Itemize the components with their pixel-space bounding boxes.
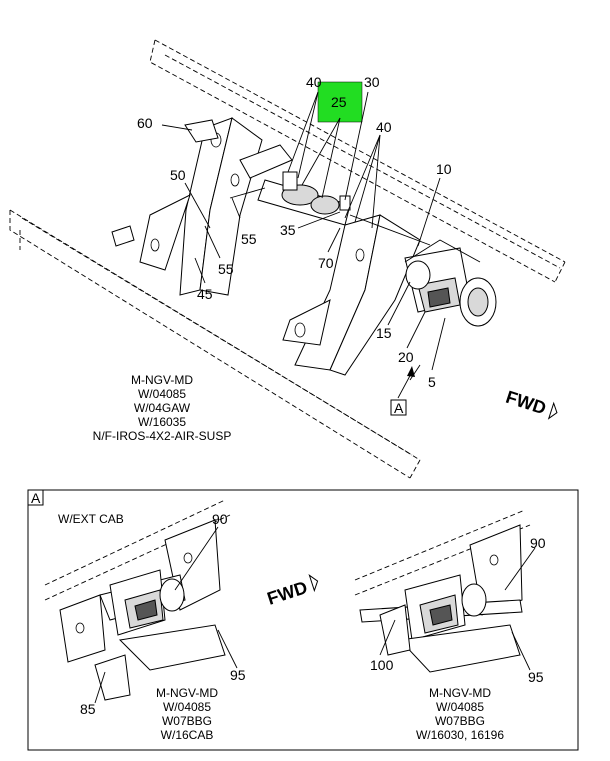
main-callouts: 40 30 25 60 40 10 50 55 35 70 55 45 15 2… <box>137 74 452 390</box>
callout-50: 50 <box>170 167 186 183</box>
detail-left-note-4: W/16CAB <box>161 728 214 742</box>
note-line-4: W/16035 <box>138 415 186 429</box>
arrow-up-icon <box>407 366 415 377</box>
detail-right-note-2: W/04085 <box>436 700 484 714</box>
air-tank-assembly <box>229 171 431 246</box>
fwd-marker-detail: FWD <box>265 574 319 609</box>
detail-left-note-1: M-NGV-MD <box>156 686 218 700</box>
main-view: 40 30 25 60 40 10 50 55 35 70 55 45 15 2… <box>9 39 566 479</box>
upper-frame-rail <box>149 39 566 283</box>
note-line-2: W/04085 <box>138 387 186 401</box>
callout-90-right: 90 <box>530 535 546 551</box>
callout-30: 30 <box>364 74 380 90</box>
callout-20: 20 <box>398 349 414 365</box>
detail-right-note-4: W/16030, 16196 <box>416 728 504 742</box>
fwd-arrow-icon <box>547 401 558 420</box>
detail-label: A <box>31 490 41 506</box>
view-ref-a-label: A <box>394 400 404 416</box>
detail-right-note-1: M-NGV-MD <box>429 686 491 700</box>
callout-85: 85 <box>80 701 96 717</box>
callout-15: 15 <box>376 325 392 341</box>
compressor-assembly <box>404 239 497 327</box>
detail-right: 90 95 100 M-NGV-MD W/04085 W07BBG W/1603… <box>354 509 546 742</box>
callout-40a: 40 <box>306 74 322 90</box>
callout-55b: 55 <box>218 261 234 277</box>
callout-40b: 40 <box>376 119 392 135</box>
callout-95-left: 95 <box>230 667 246 683</box>
detail-left: W/EXT CAB 90 95 85 M-NGV-MD W/04085 W07B… <box>44 499 246 742</box>
callout-95-right: 95 <box>528 669 544 685</box>
clip-bracket-60 <box>184 119 219 143</box>
detail-right-note-3: W07BBG <box>435 714 485 728</box>
fitting <box>111 225 135 247</box>
callout-35: 35 <box>280 222 296 238</box>
detail-left-note-2: W/04085 <box>163 700 211 714</box>
fwd-label-main: FWD <box>503 387 548 419</box>
note-line-5: N/F-IROS-4X2-AIR-SUSP <box>93 429 232 443</box>
callout-70: 70 <box>318 255 334 271</box>
note-line-3: W/04GAW <box>134 401 191 415</box>
callout-25: 25 <box>331 94 347 110</box>
fwd-label-detail: FWD <box>265 577 310 609</box>
callout-100: 100 <box>370 657 394 673</box>
fwd-arrow-icon <box>308 574 319 593</box>
detail-view-a: A W/EXT CAB 90 95 85 M-NGV-MD W/04085 <box>27 489 579 751</box>
leader-lines <box>161 91 446 381</box>
highlight-25 <box>317 81 363 123</box>
detail-left-title: W/EXT CAB <box>58 512 124 526</box>
detail-left-note-3: W07BBG <box>162 714 212 728</box>
right-crossmember <box>282 214 421 376</box>
callout-55a: 55 <box>241 231 257 247</box>
fwd-marker-main: FWD <box>503 387 558 420</box>
callout-45: 45 <box>197 286 213 302</box>
note-line-1: M-NGV-MD <box>131 373 193 387</box>
left-crossmember <box>139 117 293 296</box>
view-ref-a: A <box>390 366 415 416</box>
callout-5: 5 <box>428 374 436 390</box>
lower-frame-rail <box>9 209 421 479</box>
callout-10: 10 <box>436 161 452 177</box>
callout-90-left: 90 <box>212 511 228 527</box>
main-note: M-NGV-MD W/04085 W/04GAW W/16035 N/F-IRO… <box>93 373 232 443</box>
callout-60: 60 <box>137 115 153 131</box>
